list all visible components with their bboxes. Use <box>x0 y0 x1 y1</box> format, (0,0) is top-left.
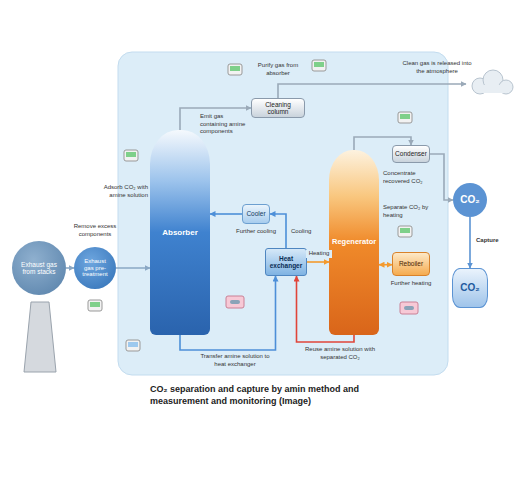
process-panel <box>118 52 448 375</box>
node-text: Cooler <box>246 210 265 217</box>
flow-connector <box>469 217 471 268</box>
figure-caption: CO₂ separation and capture by amin metho… <box>150 384 410 407</box>
exhaust-pipe <box>278 84 466 98</box>
node-text: Absorber <box>162 228 198 237</box>
monitor-device <box>88 60 412 351</box>
flow-label: Heating <box>306 250 332 258</box>
annotation-label: Purify gas from absorber <box>250 62 306 77</box>
source-circle: Exhaust gas from stacks <box>12 241 66 295</box>
annotation-label: Clean gas is released into the atmospher… <box>398 60 476 75</box>
annotation-label: Emit gas containing amine components <box>200 113 252 136</box>
flow-connector <box>66 267 74 269</box>
annotation-label: Concentrate recovered CO₂ <box>383 170 439 185</box>
annotation-label: Remove excess components <box>70 223 120 238</box>
flow-label: Reuse amine solution with separated CO₂ <box>300 346 380 361</box>
smoke-stack <box>24 302 56 372</box>
annotation-label: Further heating <box>386 280 436 288</box>
flow-connector <box>379 264 392 266</box>
sensor-probe <box>226 296 418 314</box>
storage-tank: CO₂ <box>452 268 488 308</box>
heat-exchanger: Heat exchanger <box>265 248 307 276</box>
flow-connector <box>307 261 329 263</box>
node-text: Condenser <box>395 150 427 157</box>
condenser-tank: Condenser <box>392 145 430 163</box>
co2-circle: CO₂ <box>453 183 487 217</box>
annotation-label: Further cooling <box>232 228 280 236</box>
process-circle: Exhaust gas pre-treatment <box>74 247 116 289</box>
cloud <box>472 70 513 94</box>
node-text: Heat exchanger <box>268 255 304 270</box>
node-text: Exhaust gas from stacks <box>20 261 59 276</box>
annotation-label: Adsorb CO₂ with amine solution <box>96 184 148 199</box>
absorber-column: Absorber <box>150 130 210 335</box>
flow-label: Capture <box>475 237 513 245</box>
flow-connector <box>430 154 453 200</box>
regenerator-column: Regenerator <box>329 150 379 335</box>
reboiler-tank: Reboiler <box>392 252 430 276</box>
flow-label: Transfer amine solution to heat exchange… <box>196 353 274 368</box>
flow-label: Cooling <box>290 228 320 236</box>
annotation-label: Separate CO₂ by heating <box>383 204 437 219</box>
cooler-tank: Cooler <box>242 204 270 224</box>
flow-connector <box>210 213 242 215</box>
node-text: Cleaning column <box>254 101 302 116</box>
cleaning-column: Cleaning column <box>251 98 305 118</box>
node-text: CO₂ <box>460 194 479 206</box>
node-text: Reboiler <box>399 260 423 267</box>
node-text: Exhaust gas pre-treatment <box>80 258 110 279</box>
flow-connector <box>116 267 150 269</box>
node-text: Regenerator <box>332 238 376 247</box>
node-text: CO₂ <box>460 282 479 294</box>
